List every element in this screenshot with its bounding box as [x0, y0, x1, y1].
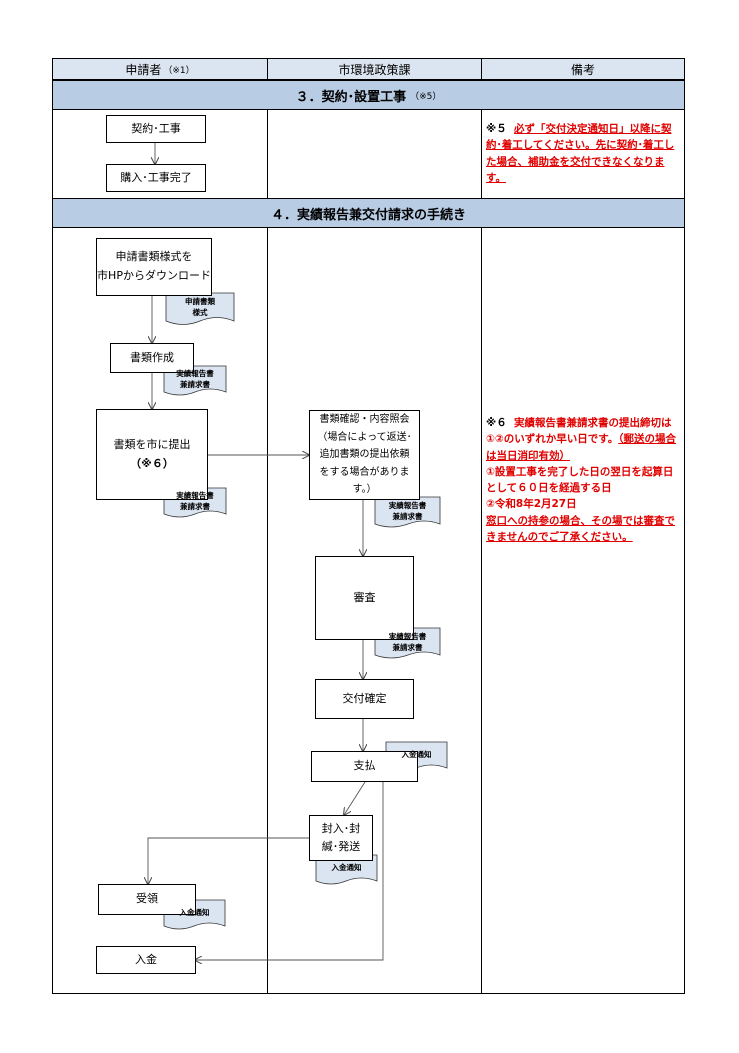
flow-box-download-line2: 市HPからダウンロード — [97, 269, 211, 282]
remark-note-5-mark: ※５ — [486, 123, 507, 135]
doc-performance-report-line1: 実績報告書 — [176, 491, 214, 500]
doc-application-forms-line1: 申請書類 — [185, 297, 215, 306]
doc-payment-notice: 入金通知 — [164, 907, 225, 918]
section-4-header: ４．実績報告兼交付請求の手続き — [52, 198, 685, 228]
flow-box-submit-to-city: 書類を市に提出 （※６） — [96, 409, 208, 500]
doc-performance-report-line1: 実績報告書 — [388, 632, 427, 641]
flow-box-submit-to-city-note: （※６） — [130, 456, 174, 470]
remark-note-6-line5: 窓口への持参の場合、その場では審査できませんのでご了承ください。 — [486, 514, 675, 543]
flow-box-payment: 支払 — [311, 751, 418, 782]
flow-box-review: 審査 — [315, 556, 414, 640]
section-4-title: ４．実績報告兼交付請求の手続き — [270, 207, 466, 223]
flow-box-download: 申請書類様式を 市HPからダウンロード — [96, 238, 212, 296]
flow-box-seal-and-send-label: 封入･封緘･発送 — [321, 822, 361, 853]
column-divider — [481, 228, 482, 994]
remark-note-6-line2: ①②のいずれか早い日です。（郵送の場合は当日消印有効） — [486, 431, 682, 464]
column-header-applicant-label: 申請者 — [125, 62, 162, 77]
column-header-applicant: 申請者（※1） — [52, 58, 268, 80]
flow-box-payment-received-label: 入金 — [135, 952, 157, 966]
section-3-note: （※5） — [410, 91, 442, 102]
flow-box-seal-and-send: 封入･封緘･発送 — [309, 815, 373, 861]
flow-box-document-check-label: 書類確認・内容照会（場合によって返送･追加書類の提出依頼をする場合があります。） — [317, 414, 412, 496]
flow-box-contract-label: 契約･工事 — [131, 121, 181, 135]
remark-note-6-earlier: ①②のいずれか早い日です。 — [486, 433, 619, 446]
doc-application-forms-line2: 様式 — [192, 308, 208, 318]
remark-note-6-line1: ※６ 実績報告書兼請求書の提出締切は — [486, 415, 682, 431]
doc-payment-notice-label: 入金通知 — [179, 908, 210, 917]
remark-note-6-deadline: 実績報告書兼請求書の提出締切は — [514, 417, 672, 429]
doc-payment-notice-label: 入金通知 — [331, 863, 362, 872]
flow-box-prepare-documents-label: 書類作成 — [130, 350, 174, 364]
remark-note-6-postmark: （郵送の場合は当日消印有効） — [486, 433, 676, 462]
doc-payment-notice: 入金通知 — [386, 749, 447, 760]
column-header-city-label: 市環境政策課 — [338, 62, 411, 77]
doc-performance-report: 実績報告書 兼請求書 — [375, 631, 440, 654]
doc-performance-report-line2: 兼請求書 — [392, 512, 423, 522]
doc-performance-report-line1: 実績報告書 — [176, 369, 214, 378]
remark-note-5-text: 必ず「交付決定通知日」以降に契約･着工してください。先に契約･着工した場合、補助… — [486, 123, 675, 184]
flow-box-grant-confirmation: 交付確定 — [315, 679, 414, 719]
remark-note-6-line3: ①設置工事を完了した日の翌日を起算日として６０日を経過する日 — [486, 465, 674, 495]
doc-performance-report-line2: 兼請求書 — [180, 380, 210, 390]
doc-performance-report: 実績報告書 兼請求書 — [375, 500, 440, 523]
flow-box-purchase-complete-label: 購入･工事完了 — [120, 170, 192, 184]
remark-note-5: ※５ 必ず「交付決定通知日」以降に契約･着工してください。先に契約･着工した場合… — [486, 121, 682, 186]
section-3-header: ３．契約･設置工事（※5） — [52, 80, 685, 110]
column-header-city: 市環境政策課 — [267, 58, 482, 80]
flow-box-download-line1: 申請書類様式を — [115, 250, 193, 264]
remark-note-6-mark: ※６ — [486, 417, 507, 429]
flow-box-receive: 受領 — [98, 884, 196, 915]
column-header-applicant-note: （※1） — [163, 65, 195, 76]
doc-performance-report-line1: 実績報告書 — [388, 501, 427, 510]
flow-box-submit-to-city-label: 書類を市に提出 — [113, 437, 191, 451]
flow-box-payment-label: 支払 — [353, 759, 376, 773]
flow-box-prepare-documents: 書類作成 — [110, 343, 194, 373]
remark-note-6: ※６ 実績報告書兼請求書の提出締切は ①②のいずれか早い日です。（郵送の場合は当… — [486, 415, 682, 545]
doc-performance-report-line2: 兼請求書 — [180, 502, 210, 512]
column-header-remarks-label: 備考 — [570, 62, 595, 77]
column-divider — [481, 110, 482, 198]
doc-payment-notice-label: 入金通知 — [401, 750, 432, 759]
section-3-title: ３．契約･設置工事 — [295, 89, 407, 105]
remark-note-6-line4: ②令和8年2月27日 — [486, 498, 577, 511]
column-divider — [267, 110, 268, 198]
flow-box-contract: 契約･工事 — [106, 115, 206, 143]
doc-performance-report-line2: 兼請求書 — [392, 643, 423, 653]
doc-performance-report: 実績報告書 兼請求書 — [164, 368, 226, 391]
flow-box-receive-label: 受領 — [136, 892, 158, 906]
column-divider — [267, 228, 268, 994]
flow-box-payment-received: 入金 — [96, 946, 196, 974]
doc-payment-notice: 入金通知 — [316, 862, 377, 873]
flow-box-review-label: 審査 — [353, 590, 376, 604]
flow-box-document-check: 書類確認・内容照会（場合によって返送･追加書類の提出依頼をする場合があります。） — [309, 410, 420, 500]
doc-performance-report: 実績報告書 兼請求書 — [164, 490, 226, 513]
doc-application-forms: 申請書類 様式 — [166, 296, 234, 319]
flow-box-grant-confirmation-label: 交付確定 — [342, 691, 387, 705]
column-header-remarks: 備考 — [481, 58, 685, 80]
flow-box-purchase-complete: 購入･工事完了 — [106, 164, 206, 192]
